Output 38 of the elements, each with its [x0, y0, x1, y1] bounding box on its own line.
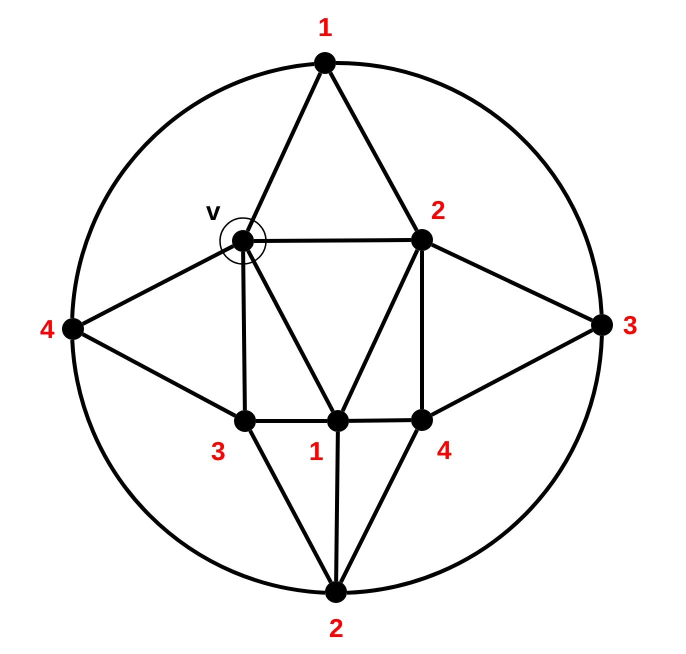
vertex-label: 3: [211, 438, 226, 464]
graph-edge: [82, 244, 234, 326]
vertex-label: 3: [623, 312, 638, 338]
vertex-label: 4: [40, 316, 54, 342]
vertex-dot: [234, 410, 256, 432]
graph-edge: [348, 418, 412, 423]
vertex-dot: [62, 318, 84, 340]
vertex-label: 4: [437, 437, 452, 463]
graph-edge: [246, 72, 322, 232]
graph-edge: [334, 432, 340, 582]
vertex-label: v: [206, 198, 220, 224]
vertex-dot: [591, 314, 613, 336]
vertex-dot: [411, 229, 433, 251]
graph-edge: [420, 251, 424, 409]
vertex-label: 1: [309, 438, 324, 464]
graph-edge: [70, 340, 326, 595]
graph-edge: [328, 72, 418, 232]
vertex-dot: [325, 581, 347, 603]
graph-edge: [256, 419, 327, 423]
graph-edge: [340, 249, 420, 412]
vertex-dot: [411, 409, 433, 431]
graph-edge: [248, 430, 333, 584]
vertex-dot: [327, 410, 349, 432]
graph-edge: [339, 428, 419, 584]
vertex-label: 2: [329, 615, 344, 641]
vertex-dot: [232, 230, 254, 252]
graph-edge: [246, 250, 335, 412]
graph-edge: [346, 336, 604, 595]
vertex-dot: [314, 52, 336, 74]
graph-edge: [241, 252, 247, 410]
graph-edge: [82, 332, 236, 418]
graph-edge: [430, 328, 594, 417]
vertex-label: 1: [318, 14, 332, 40]
vertex-label: 2: [431, 197, 446, 223]
graph-edge: [336, 61, 604, 314]
graph-edge: [431, 242, 593, 322]
graph-edge: [254, 238, 412, 243]
graph-edge: [70, 62, 314, 318]
